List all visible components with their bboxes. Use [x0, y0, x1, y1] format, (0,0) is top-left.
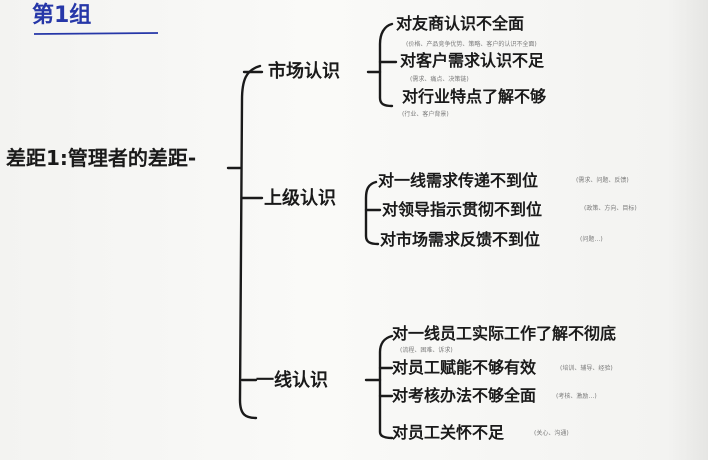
leaf-assessment-methods: 对考核办法不够全面	[392, 386, 537, 405]
note-market-feedback: (问题…)	[580, 236, 603, 243]
note-staff-care: (关心、沟通)	[534, 430, 569, 437]
leaf-customer-demand: 对客户需求认识不足	[400, 51, 545, 70]
leaf-frontline-work-understanding: 对一线员工实际工作了解不彻底	[392, 324, 617, 343]
note-frontline-work-understanding: (流程、困难、诉求)	[400, 347, 453, 354]
branch-frontline-awareness: 一线认识	[256, 370, 328, 391]
branch-superior-awareness: 上级认识	[264, 188, 336, 209]
main-brace	[238, 64, 262, 420]
note-customer-demand: (需求、痛点、决策链)	[410, 76, 469, 83]
leaf-industry-features: 对行业特点了解不够	[402, 87, 547, 106]
leaf-staff-empowerment: 对员工赋能不够有效	[392, 358, 537, 377]
leaf-market-feedback: 对市场需求反馈不到位	[380, 230, 541, 249]
leaf-leadership-directives: 对领导指示贯彻不到位	[382, 200, 543, 219]
note-frontline-needs-relay: (需求、问题、反馈)	[576, 177, 629, 184]
central-topic: 差距1:管理者的差距-	[6, 146, 197, 170]
board-edge-shadow	[668, 0, 708, 460]
leaf-frontline-needs-relay: 对一线需求传递不到位	[378, 171, 539, 190]
title-underline	[33, 32, 159, 35]
note-leadership-directives: (政策、方向、目标)	[584, 205, 637, 212]
leaf-staff-care: 对员工关怀不足	[392, 423, 505, 442]
frontline-bracket	[378, 334, 394, 440]
leaf-competitor-awareness: 对友商认识不全面	[396, 14, 525, 33]
note-industry-features: (行业、客户背景)	[402, 111, 449, 118]
note-assessment-methods: (考核、激励…)	[556, 393, 597, 400]
branch-market-awareness: 市场认识	[268, 61, 340, 82]
group-title: 第1组	[32, 3, 92, 28]
note-staff-empowerment: (培训、辅导、经验)	[560, 365, 613, 372]
superior-bracket	[364, 180, 380, 246]
note-competitor-awareness: (价格、产品竞争优势、策略、客户的认识不全面)	[406, 41, 537, 48]
market-bracket	[378, 22, 394, 108]
